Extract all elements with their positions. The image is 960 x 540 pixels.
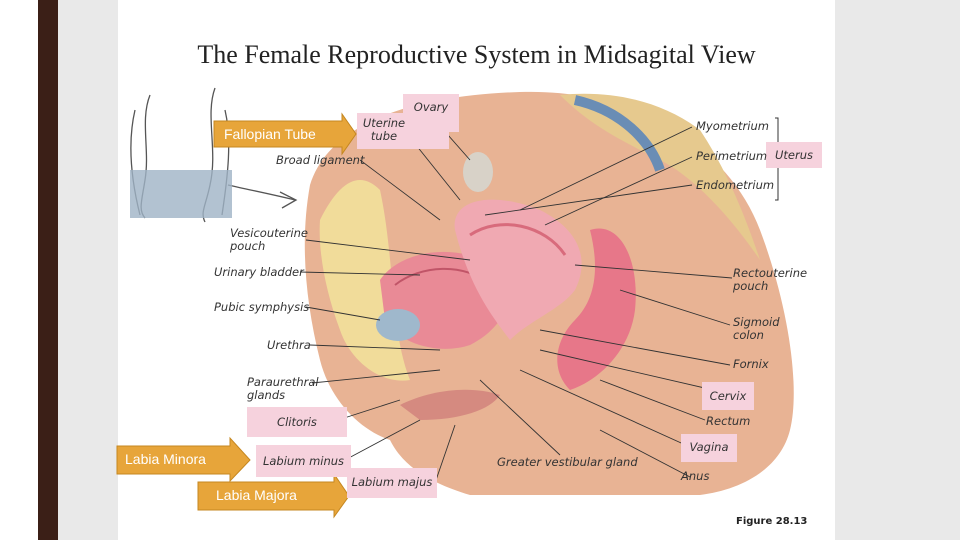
labium-minus-highlight [256,445,351,477]
leader-lines [299,117,736,484]
blue-vessel [573,95,665,172]
label-vagina: Vagina [689,440,729,454]
label-uterine-tube: Uterine tube [362,116,406,143]
vagina-highlight [681,434,737,462]
label-urethra: Urethra [267,338,311,352]
arrow-label-labia-minora: Labia Minora [125,451,206,467]
clitoris-highlight [247,407,347,437]
label-greater-vestibular-gland: Greater vestibular gland [497,455,638,469]
label-anus: Anus [681,469,710,483]
label-perimetrium: Perimetrium [696,149,768,163]
uterus-shape [454,199,582,340]
label-rectouterine-pouch: Rectouterine pouch [733,266,808,293]
label-fornix: Fornix [733,357,769,371]
label-rectum: Rectum [706,414,751,428]
label-pubic-symphysis: Pubic symphysis [214,300,310,314]
section-plane-box [130,170,232,218]
uterus-highlight [766,142,822,168]
label-endometrium: Endometrium [696,178,775,192]
pubic-symphysis-shape [376,309,420,341]
labium-majus-highlight [347,468,437,498]
label-labium-minus: Labium minus [262,454,345,468]
left-dark-strip [38,0,58,540]
cervix-highlight [702,382,754,410]
figure-number: Figure 28.13 [736,516,808,527]
label-paraurethral-glands: Paraurethral glands [247,375,319,402]
label-broad-ligament: Broad ligament [276,153,365,167]
left-gray-margin [58,0,118,540]
label-ovary: Ovary [413,100,449,114]
label-urinary-bladder: Urinary bladder [214,265,304,279]
label-uterus: Uterus [774,148,813,162]
ovary-shape [463,152,493,192]
spine-sacrum [560,93,760,260]
label-labium-majus: Labium majus [351,475,433,489]
right-gray-margin [835,0,960,540]
slide-title: The Female Reproductive System in Midsag… [197,40,756,69]
uterine-tube-highlight [357,113,449,149]
label-clitoris: Clitoris [277,415,317,429]
arrow-labia-minora [116,436,251,483]
arrow-fallopian-tube [213,112,357,156]
label-sigmoid-colon: Sigmoid colon [733,315,780,342]
label-myometrium: Myometrium [696,119,769,133]
arrow-labia-majora [197,472,350,519]
arrow-label-fallopian-tube: Fallopian Tube [224,126,316,142]
arrow-label-labia-majora: Labia Majora [216,487,297,503]
label-vesicouterine-pouch: Vesicouterine pouch [230,226,308,253]
label-cervix: Cervix [709,389,747,403]
labia-shape [400,389,500,420]
